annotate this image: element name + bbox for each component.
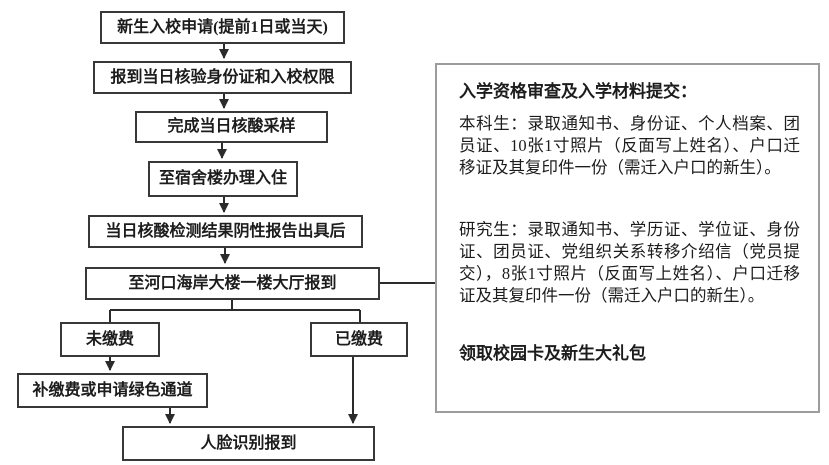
flow-node-unpaid: 未缴费 xyxy=(60,322,160,357)
materials-panel: 入学资格审查及入学材料提交： 本科生：录取通知书、身份证、个人档案、团员证、10… xyxy=(435,63,820,413)
flow-node-identity-check: 报到当日核验身份证和入校权限 xyxy=(93,61,352,94)
flow-node-face-recognition: 人脸识别报到 xyxy=(122,426,375,461)
flow-node-label: 新生入校申请(提前1日或当天) xyxy=(117,18,328,36)
flow-node-label: 至宿舍楼办理入住 xyxy=(158,170,287,188)
flow-node-negative-report: 当日核酸检测结果阴性报告出具后 xyxy=(88,215,363,248)
undergraduate-requirements: 本科生：录取通知书、身份证、个人档案、团员证、10张1寸照片（反面写上姓名）、户… xyxy=(459,114,800,177)
flow-node-label: 当日核酸检测结果阴性报告出具后 xyxy=(105,222,346,240)
flow-node-label: 至河口海岸大楼一楼大厅报到 xyxy=(128,274,337,292)
flow-node-label: 已缴费 xyxy=(334,330,383,348)
flow-node-label: 报到当日核验身份证和入校权限 xyxy=(110,68,335,86)
flow-node-label: 未缴费 xyxy=(85,330,134,348)
graduate-requirements: 研究生：录取通知书、学历证、学位证、身份证、团员证、党组织关系转移介绍信（党员提… xyxy=(459,220,800,305)
flow-node-dorm-checkin: 至宿舍楼办理入住 xyxy=(148,161,298,197)
flow-node-paid: 已缴费 xyxy=(310,322,408,357)
flow-node-nucleic-sampling: 完成当日核酸采样 xyxy=(135,111,328,143)
materials-panel-footer: 领取校园卡及新生大礼包 xyxy=(459,344,646,363)
flow-node-makeup-payment: 补缴费或申请绿色通道 xyxy=(17,373,208,408)
flow-node-entry-application: 新生入校申请(提前1日或当天) xyxy=(100,11,345,44)
flow-node-label: 补缴费或申请绿色通道 xyxy=(32,381,193,399)
flow-node-label: 人脸识别报到 xyxy=(200,434,297,452)
flow-node-hall-register: 至河口海岸大楼一楼大厅报到 xyxy=(85,267,380,300)
materials-panel-title: 入学资格审查及入学材料提交： xyxy=(459,82,697,101)
flow-node-label: 完成当日核酸采样 xyxy=(167,118,296,136)
